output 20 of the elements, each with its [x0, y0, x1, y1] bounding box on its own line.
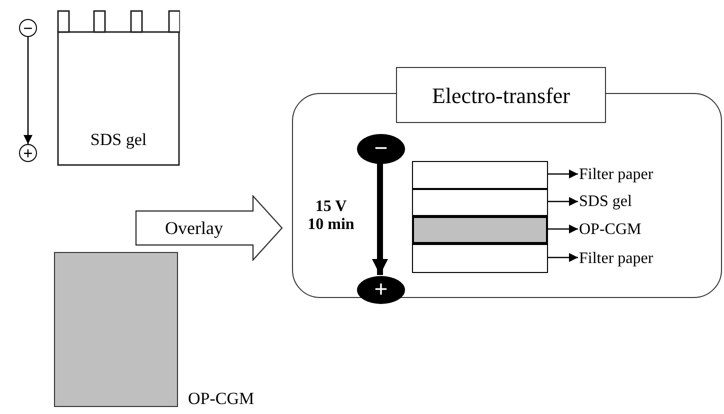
- layer-label: Filter paper: [579, 249, 654, 269]
- layer-label: Filter paper: [579, 165, 654, 185]
- sheet-caption: OP-CGM: [188, 388, 254, 410]
- arrow: [547, 170, 578, 178]
- electrode-sign-oval: −: [357, 134, 405, 164]
- arrow: [372, 163, 388, 275]
- gel-label: SDS gel: [90, 128, 147, 151]
- stack-layer: [412, 216, 548, 244]
- arrow: [547, 224, 578, 234]
- title-box: Electro-transfer: [396, 67, 606, 123]
- arrow: [24, 37, 32, 144]
- stack-layer: [412, 161, 548, 189]
- stack-layer: [412, 244, 548, 273]
- layer-label: SDS gel: [579, 192, 632, 212]
- arrow: [547, 197, 578, 206]
- electrode-sign-oval: +: [357, 276, 405, 304]
- layer-label: OP-CGM: [579, 220, 642, 240]
- arrow-label: Overlay: [165, 216, 223, 240]
- stack-layer: [412, 189, 548, 216]
- arrow: [547, 253, 578, 262]
